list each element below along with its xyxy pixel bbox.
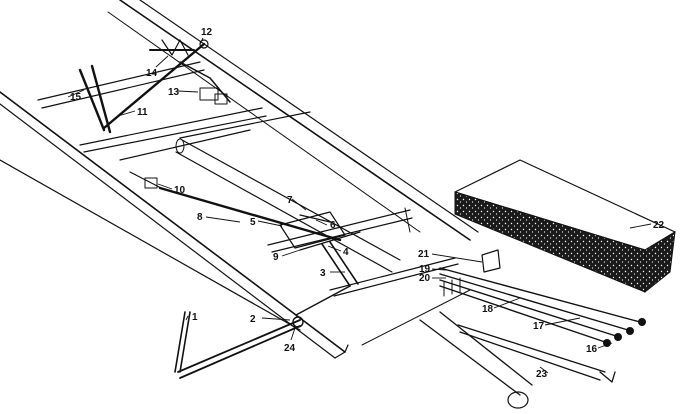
cross-tube [175, 138, 401, 273]
loose-parts [419, 159, 676, 409]
callout-6: 6 [330, 220, 336, 231]
callout-15: 15 [70, 92, 82, 103]
callout-11: 11 [137, 107, 148, 118]
callout-24: 24 [284, 343, 296, 354]
callout-10: 10 [174, 185, 186, 196]
frame-rails [0, 0, 479, 359]
callout-13: 13 [168, 87, 180, 98]
callout-16: 16 [586, 344, 598, 355]
callout-7: 7 [287, 195, 293, 206]
callout-8: 8 [197, 212, 203, 223]
cushion-block-end [644, 231, 676, 294]
callout-18: 18 [482, 304, 494, 315]
callout-17: 17 [533, 321, 545, 332]
callout-9: 9 [273, 252, 279, 263]
leader-lines [67, 37, 652, 374]
lower-rods [174, 285, 351, 379]
callout-1: 1 [192, 312, 198, 323]
callout-5: 5 [250, 217, 256, 228]
callout-23: 23 [536, 369, 548, 380]
upper-linkage [78, 39, 231, 134]
callout-20: 20 [419, 273, 431, 284]
callout-14: 14 [146, 68, 158, 79]
callout-12: 12 [201, 27, 213, 38]
callout-21: 21 [418, 249, 430, 260]
callout-22: 22 [653, 220, 665, 231]
callout-2: 2 [250, 314, 256, 325]
cushion-block-side [454, 191, 646, 293]
callout-19: 19 [419, 264, 431, 275]
center-linkage [129, 171, 361, 287]
callout-4: 4 [343, 247, 349, 258]
callout-3: 3 [320, 268, 326, 279]
callout-labels: 1 2 3 4 5 6 7 8 9 10 11 12 13 14 15 16 1… [70, 27, 665, 380]
